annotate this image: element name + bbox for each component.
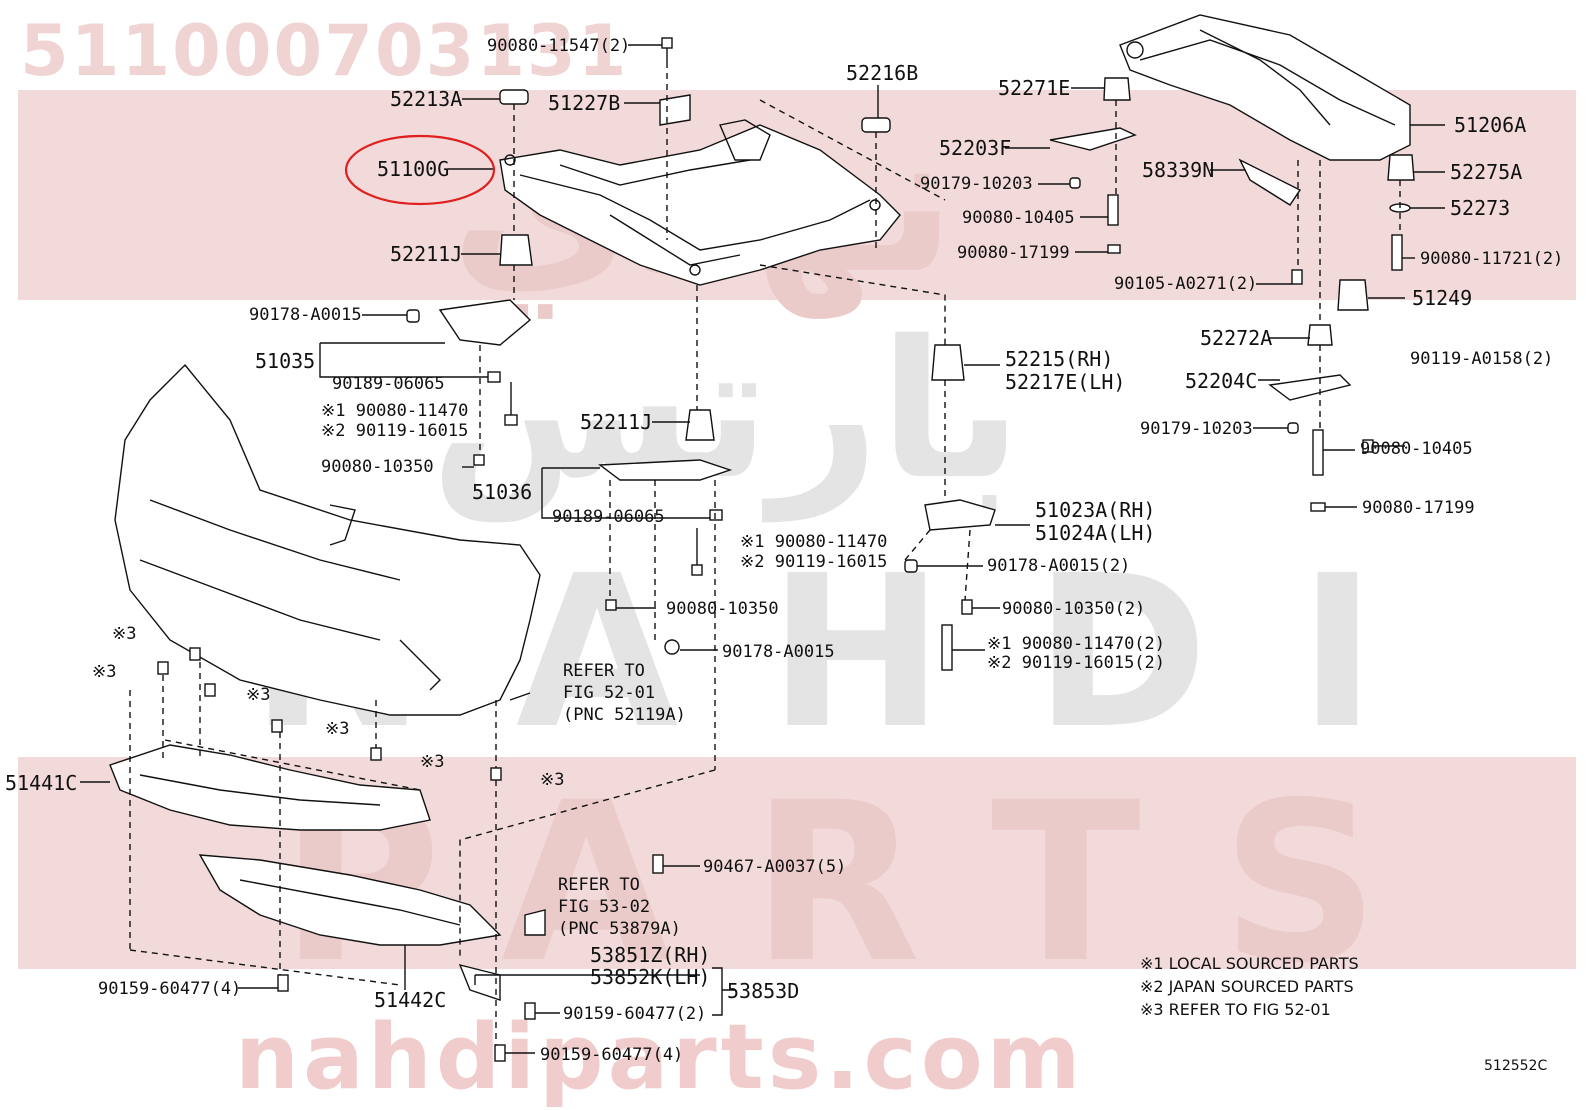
callout-90159-60477-4-a[interactable]: 90159-60477(4) <box>98 979 242 999</box>
ref-53-02-line1[interactable]: REFER TO <box>558 875 640 895</box>
ref-53-02-line2[interactable]: FIG 53-02 <box>558 897 651 917</box>
callout-90080-11470-b[interactable]: ※1 90080-11470 <box>740 532 888 552</box>
mount-parts <box>438 77 1415 1001</box>
callout-90119-A0158[interactable]: 90119-A0158(2) <box>1410 349 1554 369</box>
callout-53853D[interactable]: 53853D <box>727 979 800 1003</box>
callout-51441C[interactable]: 51441C <box>5 771 78 795</box>
callout-52211J-lower[interactable]: 52211J <box>580 410 653 434</box>
watermark-arabic-2: بارتس <box>430 300 1022 521</box>
callout-90189-06065-a[interactable]: 90189-06065 <box>332 374 445 394</box>
callout-90159-60477-4-b[interactable]: 90159-60477(4) <box>540 1045 684 1065</box>
fasteners <box>157 37 1403 1062</box>
callout-52273[interactable]: 52273 <box>1450 196 1511 220</box>
callout-90178-A0015-b[interactable]: 90178-A0015 <box>722 642 835 662</box>
callout-52204C[interactable]: 52204C <box>1185 369 1258 393</box>
ref-53-02-line3[interactable]: (PNC 53879A) <box>558 919 681 939</box>
watermark-part-number: 511000703131 <box>20 10 629 92</box>
callout-90080-11470-a[interactable]: ※1 90080-11470 <box>321 401 469 421</box>
callout-ref3-b[interactable]: ※3 <box>92 662 117 682</box>
callout-90080-17199-b[interactable]: 90080-17199 <box>1362 498 1475 518</box>
callout-90119-16015-b[interactable]: ※2 90119-16015 <box>740 552 888 572</box>
callout-51024A-lh[interactable]: 51024A(LH) <box>1035 521 1156 545</box>
callout-90159-60477-2[interactable]: 90159-60477(2) <box>563 1004 707 1024</box>
rear-member <box>1119 14 1411 161</box>
callout-90080-10405-a[interactable]: 90080-10405 <box>962 208 1075 228</box>
callout-51023A-rh[interactable]: 51023A(RH) <box>1035 498 1156 522</box>
callout-51036[interactable]: 51036 <box>472 480 533 504</box>
callout-51442C[interactable]: 51442C <box>374 988 447 1012</box>
callout-90179-10203-b[interactable]: 90179-10203 <box>1140 419 1253 439</box>
callout-51100G[interactable]: 51100G <box>377 157 450 181</box>
callout-ref3-e[interactable]: ※3 <box>420 752 445 772</box>
callout-53852K-lh[interactable]: 53852K(LH) <box>590 965 711 989</box>
watermark-site: nahdiparts.com <box>235 1005 1085 1110</box>
callout-90080-11721[interactable]: 90080-11721(2) <box>1420 249 1564 269</box>
note-refer-fig: ※3 REFER TO FIG 52-01 <box>1140 1000 1331 1019</box>
callout-90080-10350-b[interactable]: 90080-10350 <box>666 599 779 619</box>
callout-ref3-d[interactable]: ※3 <box>325 719 350 739</box>
callout-90119-16015-a[interactable]: ※2 90119-16015 <box>321 421 469 441</box>
callout-51035[interactable]: 51035 <box>255 349 316 373</box>
callout-90119-16015-2[interactable]: ※2 90119-16015(2) <box>987 653 1166 673</box>
dashed-lines <box>129 62 1401 1045</box>
ref-52-01-line1[interactable]: REFER TO <box>563 661 645 681</box>
callout-90467-A0037[interactable]: 90467-A0037(5) <box>703 857 847 877</box>
callout-58339N[interactable]: 58339N <box>1142 158 1215 182</box>
callout-ref3-c[interactable]: ※3 <box>246 685 271 705</box>
callout-90178-A0015[interactable]: 90178-A0015 <box>249 305 362 325</box>
diagram-number: 512552C <box>1484 1058 1548 1074</box>
front-bumper <box>114 363 541 716</box>
callout-52203F[interactable]: 52203F <box>939 136 1012 160</box>
callout-90080-11547[interactable]: 90080-11547(2) <box>487 36 631 56</box>
callout-52215-rh[interactable]: 52215(RH) <box>1005 347 1114 371</box>
callout-90105-A0271[interactable]: 90105-A0271(2) <box>1114 274 1258 294</box>
note-japan-sourced: ※2 JAPAN SOURCED PARTS <box>1140 977 1354 996</box>
callout-52271E[interactable]: 52271E <box>998 76 1071 100</box>
callout-53851Z-rh[interactable]: 53851Z(RH) <box>590 943 711 967</box>
callout-ref3-a[interactable]: ※3 <box>112 624 137 644</box>
legend-notes: ※1 LOCAL SOURCED PARTS ※2 JAPAN SOURCED … <box>1140 952 1359 1021</box>
callout-51227B[interactable]: 51227B <box>548 91 621 115</box>
callout-90080-10350-a[interactable]: 90080-10350 <box>321 457 434 477</box>
callout-51249[interactable]: 51249 <box>1412 286 1473 310</box>
callout-90189-06065-b[interactable]: 90189-06065 <box>552 507 665 527</box>
ref-52-01-line3[interactable]: (PNC 52119A) <box>563 705 686 725</box>
highlight-circle <box>344 134 496 206</box>
callout-90080-10405-b[interactable]: 90080-10405 <box>1360 439 1473 459</box>
ref-52-01-line2[interactable]: FIG 52-01 <box>563 683 656 703</box>
callout-52275A[interactable]: 52275A <box>1450 160 1523 184</box>
callout-90080-17199-a[interactable]: 90080-17199 <box>957 243 1070 263</box>
callout-90179-10203-a[interactable]: 90179-10203 <box>920 174 1033 194</box>
callout-90080-11470-2[interactable]: ※1 90080-11470(2) <box>987 634 1166 654</box>
callout-ref3-f[interactable]: ※3 <box>540 770 565 790</box>
callout-52213A[interactable]: 52213A <box>390 87 463 111</box>
under-covers <box>109 744 502 946</box>
callout-51206A[interactable]: 51206A <box>1454 113 1527 137</box>
callout-52217E-lh[interactable]: 52217E(LH) <box>1005 370 1126 394</box>
callout-90178-A0015-2[interactable]: 90178-A0015(2) <box>987 556 1131 576</box>
callout-90080-10350-2[interactable]: 90080-10350(2) <box>1002 599 1146 619</box>
callout-52216B[interactable]: 52216B <box>846 61 919 85</box>
leader-lines <box>80 44 1445 1054</box>
note-local-sourced: ※1 LOCAL SOURCED PARTS <box>1140 954 1359 973</box>
front-subframe <box>499 119 901 286</box>
callout-52272A[interactable]: 52272A <box>1200 326 1273 350</box>
callout-52211J-upper[interactable]: 52211J <box>390 242 463 266</box>
